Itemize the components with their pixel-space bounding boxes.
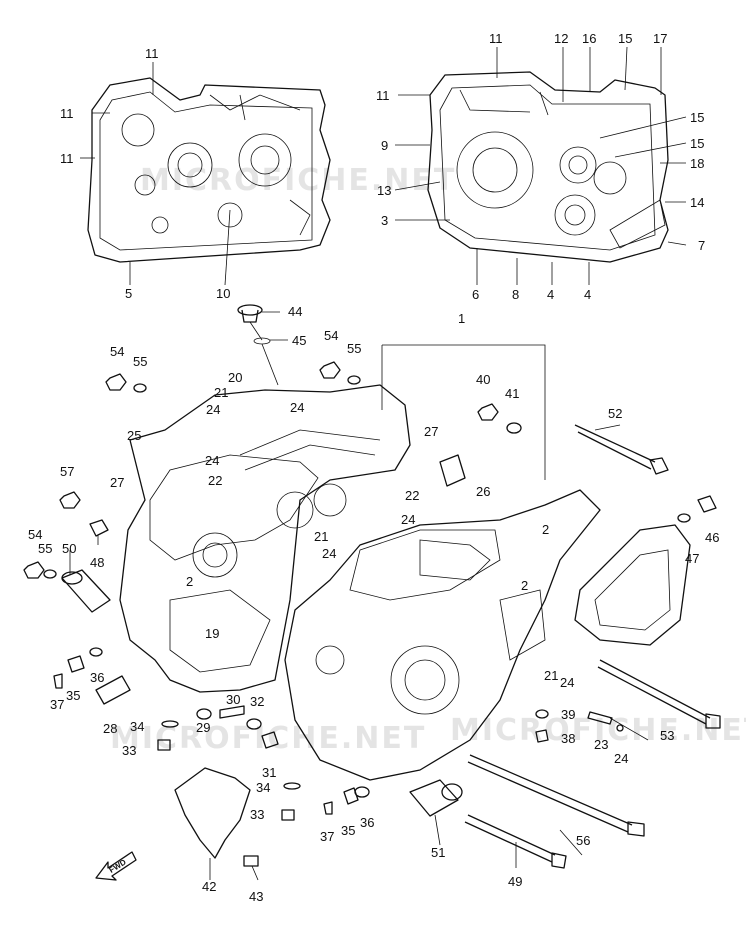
callout-labels: 11 11 11 11 5 10 11 12 16 15 17 9 15 15 … [28,31,719,904]
callout-16: 16 [582,31,596,46]
crankcase-right-half-view [427,71,669,263]
callout-22: 22 [405,488,419,503]
callout-29: 29 [196,720,210,735]
callout-55: 55 [38,541,52,556]
callout-24: 24 [322,546,336,561]
callout-11: 11 [145,46,159,61]
callout-35: 35 [341,823,355,838]
callout-2: 2 [521,578,528,593]
callout-37: 37 [50,697,64,712]
callout-3: 3 [381,213,388,228]
callout-55: 55 [347,341,361,356]
callout-25: 25 [127,428,141,443]
forward-arrow-icon: FWD [95,851,137,881]
small-parts [23,304,721,869]
callout-49: 49 [508,874,522,889]
callout-26: 26 [476,484,490,499]
callout-50: 50 [62,541,76,556]
callout-24: 24 [560,675,574,690]
callout-24: 24 [401,512,415,527]
callout-24: 24 [205,453,219,468]
callout-43: 43 [249,889,263,904]
callout-54: 54 [110,344,124,359]
callout-41: 41 [505,386,519,401]
callout-57: 57 [60,464,74,479]
callout-55: 55 [133,354,147,369]
callout-2: 2 [186,574,193,589]
callout-1: 1 [458,311,465,326]
callout-21: 21 [214,385,228,400]
callout-15: 15 [690,136,704,151]
callout-4: 4 [547,287,554,302]
callout-33: 33 [250,807,264,822]
callout-15: 15 [690,110,704,125]
callout-5: 5 [125,286,132,301]
callout-11: 11 [60,106,74,121]
leader-lines [69,46,687,881]
callout-11: 11 [489,31,503,46]
callout-32: 32 [250,694,264,709]
callout-27: 27 [110,475,124,490]
callout-54: 54 [28,527,42,542]
callout-48: 48 [90,555,104,570]
callout-33: 33 [122,743,136,758]
callout-54: 54 [324,328,338,343]
callout-34: 34 [130,719,144,734]
callout-2: 2 [542,522,549,537]
callout-15: 15 [618,31,632,46]
callout-4: 4 [584,287,591,302]
callout-11: 11 [376,88,390,103]
callout-51: 51 [431,845,445,860]
callout-23: 23 [594,737,608,752]
callout-35: 35 [66,688,80,703]
watermark: MICROFICHE.NET [140,163,456,198]
crankcase-assembly [119,384,691,859]
callout-20: 20 [228,370,242,385]
callout-13: 13 [377,183,391,198]
callout-30: 30 [226,692,240,707]
callout-10: 10 [216,286,230,301]
callout-7: 7 [698,238,705,253]
callout-24: 24 [206,402,220,417]
watermark: MICROFICHE.NET [110,721,426,756]
callout-14: 14 [690,195,704,210]
callout-8: 8 [512,287,519,302]
callout-19: 19 [205,626,219,641]
callout-42: 42 [202,879,216,894]
callout-24: 24 [614,751,628,766]
callout-34: 34 [256,780,270,795]
callout-22: 22 [208,473,222,488]
callout-31: 31 [262,765,276,780]
callout-28: 28 [103,721,117,736]
callout-21: 21 [544,668,558,683]
callout-9: 9 [381,138,388,153]
callout-53: 53 [660,728,674,743]
callout-24: 24 [290,400,304,415]
callout-46: 46 [705,530,719,545]
callout-38: 38 [561,731,575,746]
callout-11: 11 [60,151,74,166]
callout-27: 27 [424,424,438,439]
callout-37: 37 [320,829,334,844]
callout-6: 6 [472,287,479,302]
callout-52: 52 [608,406,622,421]
callout-21: 21 [314,529,328,544]
callout-12: 12 [554,31,568,46]
callout-40: 40 [476,372,490,387]
callout-44: 44 [288,304,302,319]
callout-45: 45 [292,333,306,348]
callout-47: 47 [685,551,699,566]
callout-56: 56 [576,833,590,848]
callout-18: 18 [690,156,704,171]
callout-17: 17 [653,31,667,46]
callout-36: 36 [90,670,104,685]
crankcase-left-half-view [87,77,331,263]
callout-39: 39 [561,707,575,722]
callout-36: 36 [360,815,374,830]
